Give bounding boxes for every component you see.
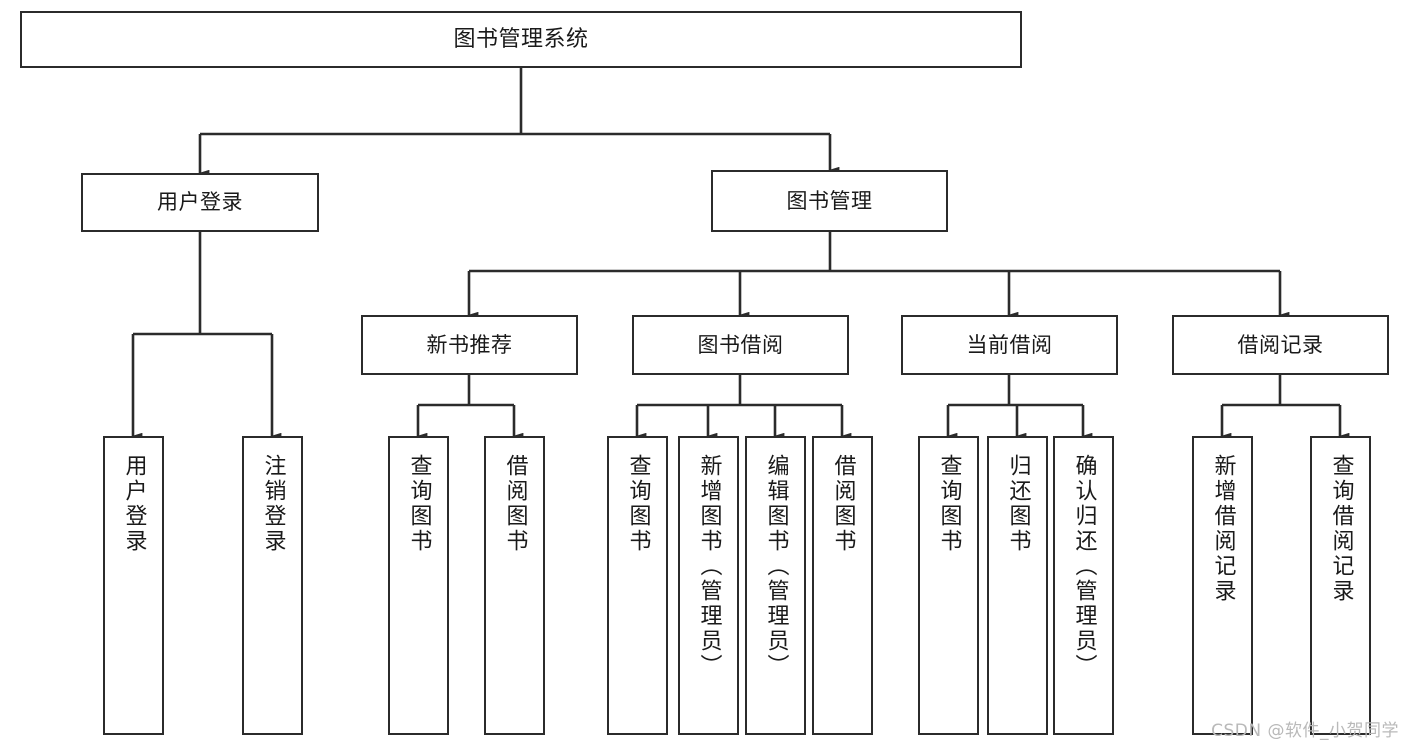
node-level2-new-book-recommend-label: 新书推荐	[426, 332, 513, 357]
node-level1-user-login-label: 用户登录	[157, 190, 243, 215]
node-leaf-confirm-return-admin[interactable]: 确认归还（管理员）	[1053, 436, 1114, 735]
node-leaf-borrow-book-label: 借阅图书	[830, 454, 856, 554]
node-leaf-borrow-book-recommend[interactable]: 借阅图书	[484, 436, 545, 735]
node-level2-book-borrow[interactable]: 图书借阅	[632, 315, 849, 375]
node-leaf-return-book[interactable]: 归还图书	[987, 436, 1048, 735]
node-leaf-query-book-borrow[interactable]: 查询图书	[607, 436, 668, 735]
node-level2-book-borrow-label: 图书借阅	[697, 332, 784, 357]
node-leaf-edit-book-admin[interactable]: 编辑图书（管理员）	[745, 436, 806, 735]
node-level1-user-login[interactable]: 用户登录	[81, 173, 319, 232]
node-leaf-confirm-return-admin-label: 确认归还（管理员）	[1071, 454, 1097, 679]
node-leaf-query-borrow-record[interactable]: 查询借阅记录	[1310, 436, 1371, 735]
node-root-label: 图书管理系统	[453, 26, 589, 52]
node-leaf-borrow-book[interactable]: 借阅图书	[812, 436, 873, 735]
node-level2-current-borrow-label: 当前借阅	[966, 332, 1053, 357]
node-leaf-query-borrow-record-label: 查询借阅记录	[1328, 454, 1354, 604]
node-leaf-query-book-borrow-label: 查询图书	[625, 454, 651, 554]
node-level2-new-book-recommend[interactable]: 新书推荐	[361, 315, 578, 375]
node-leaf-borrow-book-recommend-label: 借阅图书	[502, 454, 528, 554]
node-leaf-logout-label: 注销登录	[260, 454, 286, 554]
node-root[interactable]: 图书管理系统	[20, 11, 1022, 68]
node-leaf-query-book-current-label: 查询图书	[936, 454, 962, 554]
node-level1-book-management[interactable]: 图书管理	[711, 170, 948, 232]
node-leaf-add-borrow-record-label: 新增借阅记录	[1210, 454, 1236, 604]
node-leaf-query-book-recommend-label: 查询图书	[406, 454, 432, 554]
node-leaf-add-book-admin[interactable]: 新增图书（管理员）	[678, 436, 739, 735]
node-leaf-return-book-label: 归还图书	[1005, 454, 1031, 554]
node-leaf-edit-book-admin-label: 编辑图书（管理员）	[763, 454, 789, 679]
node-leaf-user-login[interactable]: 用户登录	[103, 436, 164, 735]
node-leaf-user-login-label: 用户登录	[121, 454, 147, 554]
node-leaf-logout[interactable]: 注销登录	[242, 436, 303, 735]
node-leaf-add-book-admin-label: 新增图书（管理员）	[696, 454, 722, 679]
node-level1-book-management-label: 图书管理	[786, 188, 873, 213]
node-level2-borrow-record[interactable]: 借阅记录	[1172, 315, 1389, 375]
node-level2-current-borrow[interactable]: 当前借阅	[901, 315, 1118, 375]
node-leaf-query-book-current[interactable]: 查询图书	[918, 436, 979, 735]
node-leaf-add-borrow-record[interactable]: 新增借阅记录	[1192, 436, 1253, 735]
node-level2-borrow-record-label: 借阅记录	[1237, 332, 1324, 357]
node-leaf-query-book-recommend[interactable]: 查询图书	[388, 436, 449, 735]
